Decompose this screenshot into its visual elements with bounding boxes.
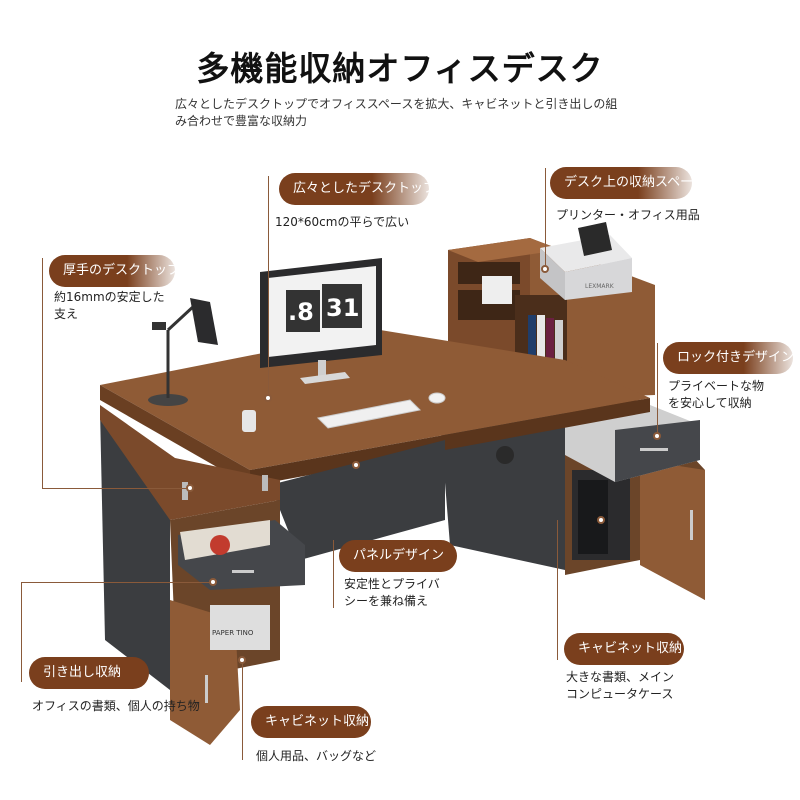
callout-panel-label: パネルデザイン bbox=[339, 540, 457, 572]
subtitle-line-2: み合わせで豊富な収納力 bbox=[175, 114, 308, 128]
cabinet-right-desc-line-2: コンピュータケース bbox=[566, 687, 674, 701]
keyboard bbox=[316, 399, 422, 429]
printer: LEXMARK bbox=[540, 222, 632, 300]
dot-wide-desk bbox=[264, 394, 272, 402]
panel-desc-line-2: シーを兼ね備え bbox=[344, 594, 429, 608]
dot-desk-storage bbox=[541, 265, 549, 273]
desk-lamp bbox=[148, 298, 218, 406]
callout-panel-desc: 安定性とプライバ シーを兼ね備え bbox=[344, 576, 440, 610]
cabinet-right-desc-line-1: 大きな書類、メイン bbox=[566, 670, 675, 684]
callout-desk-storage-desc: プリンター・オフィス用品 bbox=[556, 208, 700, 222]
callout-wide-desk-label: 広々としたデスクトップ bbox=[279, 173, 436, 205]
thick-top-desc-line-1: 約16mmの安定した bbox=[54, 290, 165, 304]
lock-desc-line-1: プライベートな物 bbox=[668, 379, 765, 393]
lock-desc-line-2: を安心して収納 bbox=[668, 396, 752, 410]
lead-cabinet-left-v bbox=[242, 660, 243, 760]
lead-thick-top-v bbox=[42, 258, 43, 488]
printer-brand: LEXMARK bbox=[585, 283, 615, 290]
callout-lock-label: ロック付きデザイン bbox=[663, 342, 794, 374]
lead-panel bbox=[333, 540, 334, 608]
dot-lock bbox=[653, 432, 661, 440]
left-pedestal: PAPER TINO bbox=[100, 405, 305, 745]
clock-right: 31 bbox=[326, 294, 359, 322]
mouse bbox=[428, 392, 446, 404]
callout-drawer-desc: オフィスの書類、個人の持ち物 bbox=[32, 699, 200, 713]
desktop-surface bbox=[100, 330, 650, 486]
monitor: .8 31 bbox=[260, 258, 382, 384]
dot-drawer bbox=[209, 578, 217, 586]
dot-thick-top bbox=[186, 484, 194, 492]
lead-cabinet-right-v bbox=[557, 520, 558, 660]
callout-cabinet-left-label: キャビネット収納 bbox=[251, 706, 371, 738]
dot-cabinet-left bbox=[238, 656, 246, 664]
lead-thick-top-h bbox=[42, 488, 190, 489]
callout-desk-storage-label: デスク上の収納スペース bbox=[550, 167, 705, 199]
subtitle-line-1: 広々としたデスクトップでオフィススペースを拡大、キャビネットと引き出しの組 bbox=[175, 97, 618, 111]
mug bbox=[242, 410, 256, 432]
lead-drawer-v bbox=[21, 582, 22, 682]
panel-desc-line-1: 安定性とプライバ bbox=[344, 577, 440, 591]
callout-lock-desc: プライベートな物 を安心して収納 bbox=[668, 378, 764, 412]
lead-lock-v bbox=[657, 343, 658, 435]
callout-cabinet-right-label: キャビネット収納 bbox=[564, 633, 684, 665]
lead-wide-desk bbox=[268, 176, 269, 398]
callout-drawer-label: 引き出し収納 bbox=[29, 657, 149, 689]
dot-cabinet-right bbox=[597, 516, 605, 524]
book-label: PAPER TINO bbox=[212, 629, 254, 637]
callout-wide-desk-desc: 120*60cmの平らで広い bbox=[275, 215, 410, 229]
callout-thick-top-label: 厚手のデスクトップ bbox=[49, 255, 180, 287]
lead-drawer-h bbox=[21, 582, 213, 583]
modesty-panel bbox=[270, 440, 445, 560]
page-subtitle: 広々としたデスクトップでオフィススペースを拡大、キャビネットと引き出しの組 み合… bbox=[175, 96, 635, 130]
clock-left: .8 bbox=[288, 298, 314, 326]
callout-cabinet-right-desc: 大きな書類、メイン コンピュータケース bbox=[566, 669, 674, 703]
callout-cabinet-left-desc: 個人用品、バッグなど bbox=[256, 749, 377, 763]
callout-thick-top-desc: 約16mmの安定した 支え bbox=[54, 289, 165, 323]
lead-desk-storage bbox=[545, 168, 546, 268]
dot-panel bbox=[352, 461, 360, 469]
thick-top-desc-line-2: 支え bbox=[54, 307, 79, 321]
page-title: 多機能収納オフィスデスク bbox=[196, 49, 604, 88]
